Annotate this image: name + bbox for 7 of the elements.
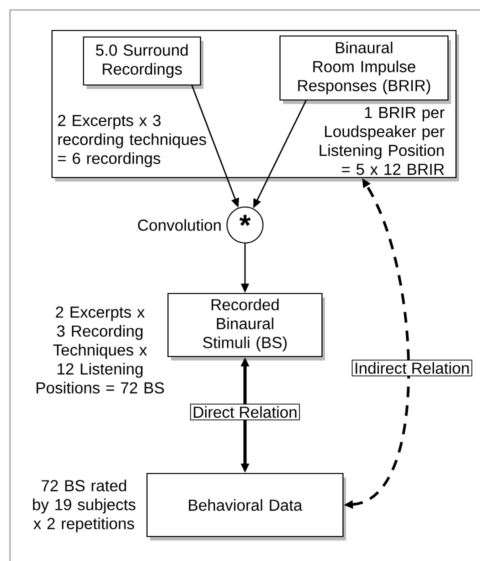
edge-label: Direct Relation [190,404,300,420]
process-box: Behavioral Data [146,472,346,540]
annotation: 72 BS rated by 19 subjects x 2 repetitions [33,480,136,532]
annotation: Convolution [138,219,221,231]
process-box: Recorded Binaural Stimuli (BS) [167,292,325,360]
edge-label: Indirect Relation [352,360,472,376]
annotation: 2 Excerpts x 3 Recording Techniques x 12 Listening Positions = 72 BS [36,306,164,394]
